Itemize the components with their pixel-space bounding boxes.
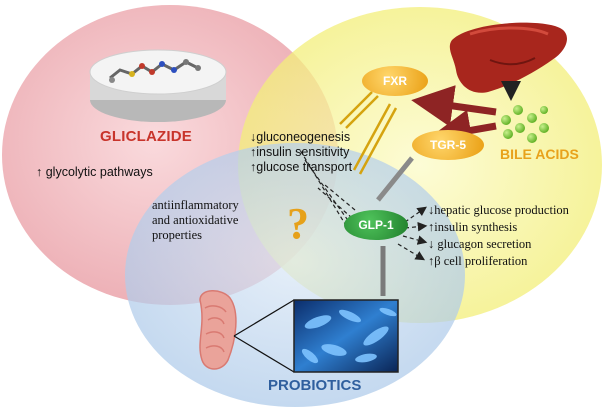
tgr5-receptor: TGR-5 bbox=[412, 130, 484, 160]
center-effect-3: ↑glucose transport bbox=[250, 160, 353, 174]
gliclazide-title: GLICLAZIDE bbox=[100, 128, 192, 145]
glp1-effect-1: ↓hepatic glucose production bbox=[428, 203, 569, 217]
glp1-effect-arrows bbox=[299, 149, 428, 261]
overlap-line-3: properties bbox=[152, 228, 202, 242]
center-effect-1: ↓gluconeogenesis bbox=[250, 130, 351, 144]
question-mark-icon: ? bbox=[287, 199, 309, 248]
zoom-lines bbox=[233, 299, 295, 373]
fxr-to-center-lines bbox=[339, 91, 398, 175]
tgr5-to-glp1-arrow bbox=[376, 156, 414, 202]
glp1-receptor: GLP-1 bbox=[344, 210, 408, 240]
overlap-line-2: and antioxidative bbox=[152, 213, 239, 227]
fxr-receptor: FXR bbox=[362, 66, 428, 96]
bile-acids-title: BILE ACIDS bbox=[500, 146, 579, 162]
glp1-effect-2: ↑insulin synthesis bbox=[428, 220, 518, 234]
center-effect-2: ↑insulin sensitivity bbox=[250, 145, 350, 159]
intestine-icon bbox=[199, 290, 237, 370]
bacteria-image bbox=[293, 299, 399, 373]
overlap-line-1: antiinflammatory bbox=[152, 198, 239, 212]
overlap-properties: antiinflammatory and antioxidative prope… bbox=[152, 198, 239, 243]
svg-text:?: ? bbox=[287, 199, 309, 248]
gliclazide-molecule-icon bbox=[89, 49, 227, 122]
bile-droplets-icon bbox=[501, 105, 549, 143]
center-effects: ↓gluconeogenesis ↑insulin sensitivity ↑g… bbox=[250, 130, 352, 175]
glp1-effect-4: ↑β cell proliferation bbox=[428, 254, 528, 268]
probiotics-title: PROBIOTICS bbox=[268, 377, 362, 394]
glp1-effect-3: ↓ glucagon secretion bbox=[428, 237, 532, 251]
glp1-effects: ↓hepatic glucose production ↑insulin syn… bbox=[428, 202, 569, 270]
gliclazide-effect: ↑ glycolytic pathways bbox=[36, 165, 153, 179]
bile-to-fxr-arrow bbox=[411, 85, 497, 127]
liver-icon bbox=[449, 22, 567, 93]
